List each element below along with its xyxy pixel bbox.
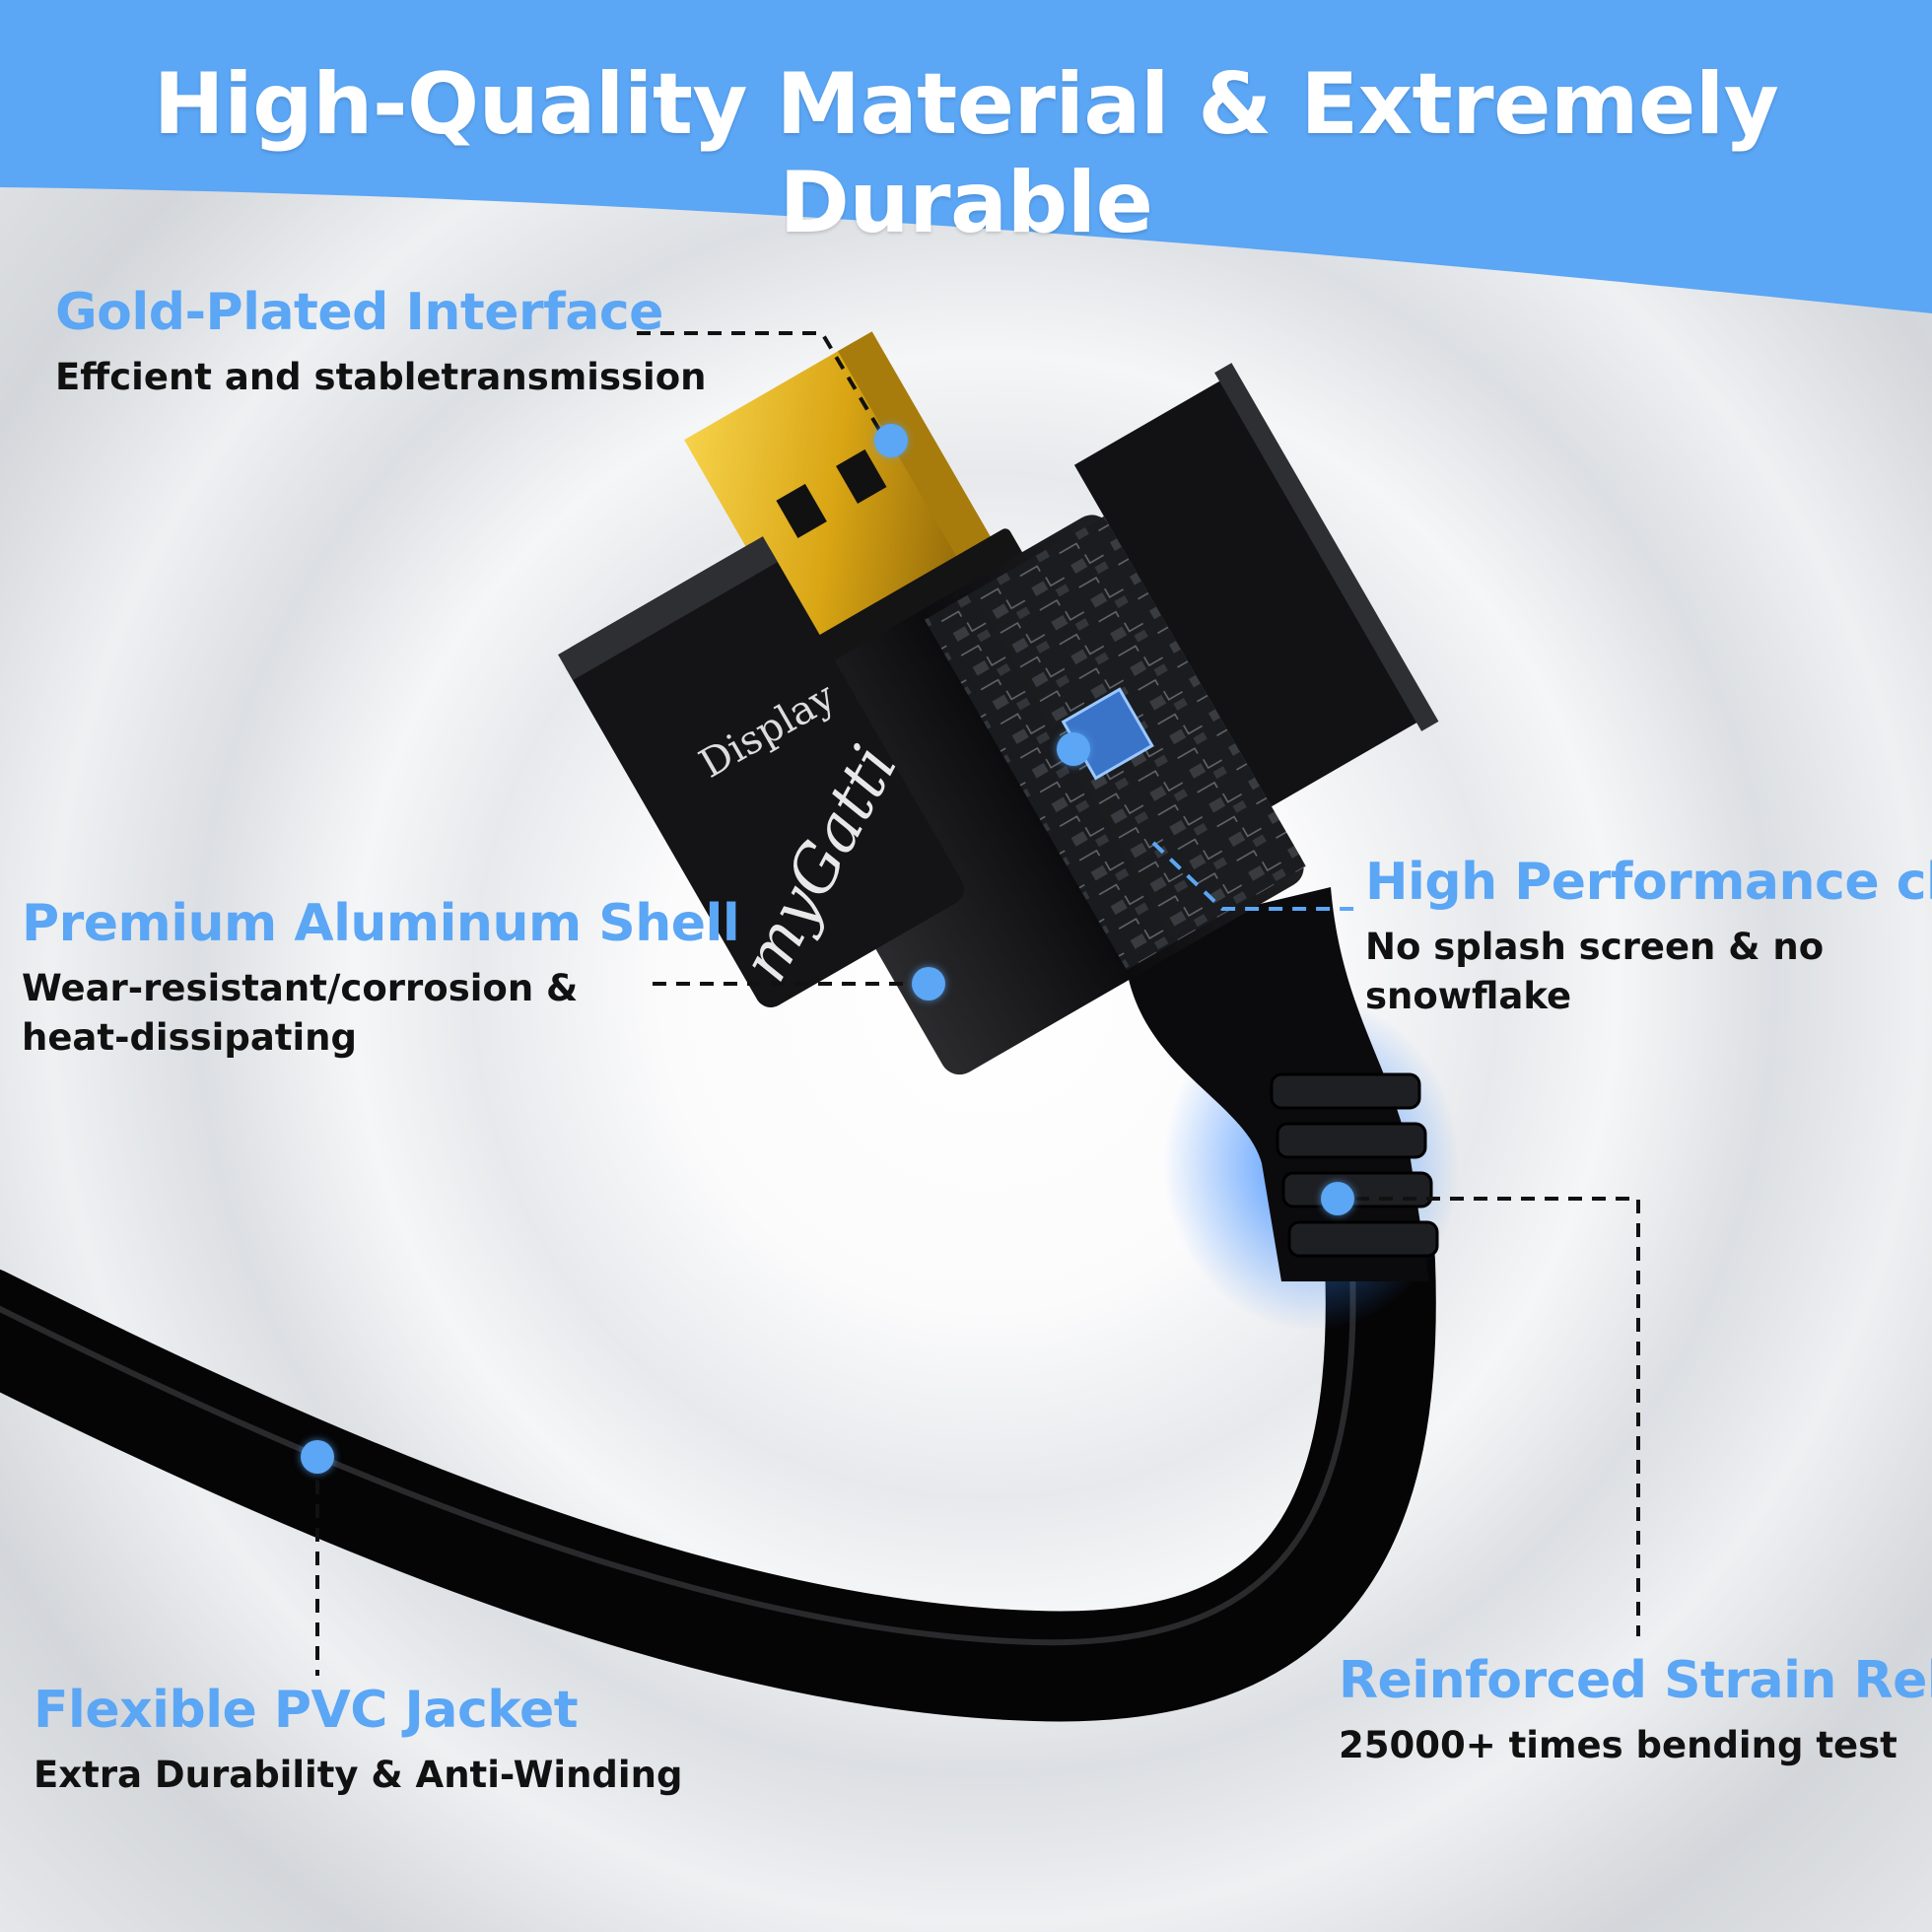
callout-high-performance-chip: High Performance chip No splash screen &… [1365,853,1932,1021]
callout-description: No splash screen & no snowflake [1365,923,1932,1021]
pvc-jacket-dot [301,1440,334,1474]
callout-premium-aluminum-shell: Premium Aluminum Shell Wear-resistant/co… [22,894,740,1063]
strain-relief-dot [1321,1182,1354,1215]
callout-gold-plated-interface: Gold-Plated Interface Effcient and stabl… [55,283,707,402]
callout-description-line: snowflake [1365,974,1572,1017]
callout-title: Gold-Plated Interface [55,283,663,342]
chip-leader-line [1151,841,1358,911]
callout-description: Extra Durability & Anti-Winding [34,1753,683,1796]
callout-title: Reinforced Strain Relief [1339,1651,1932,1710]
gold-interface-dot [874,424,908,457]
callout-title: High Performance chip [1365,853,1932,912]
pvc-cable [0,1207,1436,1722]
side-shell [563,541,965,1007]
leader-lines [315,331,1640,1676]
callout-title: Premium Aluminum Shell [22,894,740,953]
gold-plated-plug [684,341,984,662]
callout-reinforced-strain-relief: Reinforced Strain Relief 25000+ times be… [1339,1651,1932,1770]
callout-description-line: heat-dissipating [22,1015,357,1059]
callout-description: Effcient and stabletransmission [55,355,707,398]
callout-description: Wear-resistant/corrosion & heat-dissipat… [22,964,739,1063]
shell-dot [912,967,945,1000]
chip-dot [1057,732,1090,766]
callout-description-line: No splash screen & no [1365,925,1825,968]
callout-description-line: Wear-resistant/corrosion & [22,966,579,1009]
callout-description: 25000+ times bending test [1339,1723,1898,1766]
page-title: High-Quality Material & Extremely Durabl… [153,55,1779,252]
callout-title: Flexible PVC Jacket [34,1681,579,1740]
callout-flexible-pvc-jacket: Flexible PVC Jacket Extra Durability & A… [34,1681,683,1800]
header-banner [0,0,1932,313]
